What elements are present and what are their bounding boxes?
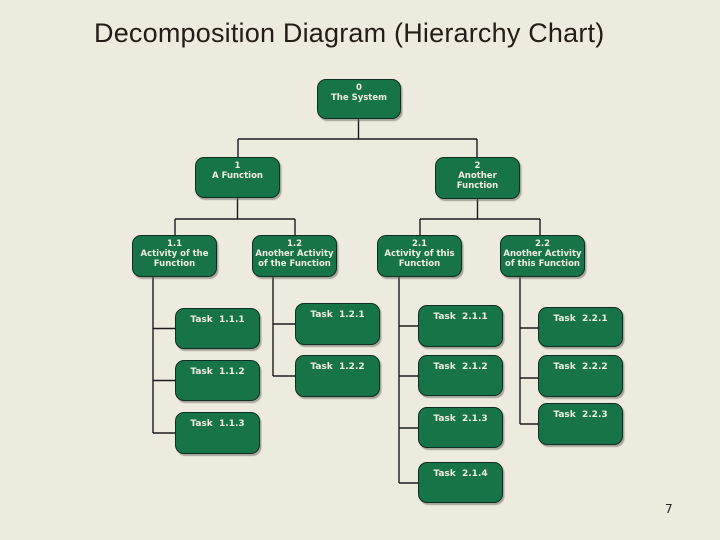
task-label: Task 1.1.3 bbox=[190, 419, 245, 429]
node-1-1: 1.1 Activity of the Function bbox=[132, 235, 217, 277]
node-label: Activity of this bbox=[384, 249, 455, 259]
task-label: Task 2.2.1 bbox=[553, 314, 608, 324]
node-number: 2.1 bbox=[411, 239, 428, 249]
node-number: 1.1 bbox=[166, 239, 183, 249]
task-label: Task 1.2.1 bbox=[310, 310, 365, 320]
node-label: Function bbox=[398, 259, 441, 269]
task-1-2-2: Task 1.2.2 bbox=[295, 355, 380, 397]
node-number: 2 bbox=[474, 161, 481, 171]
node-label: of this Function bbox=[505, 259, 580, 269]
task-1-1-3: Task 1.1.3 bbox=[175, 412, 260, 454]
task-label: Task 1.2.2 bbox=[310, 362, 365, 372]
task-label: Task 2.1.3 bbox=[433, 414, 488, 424]
task-label: Task 2.2.2 bbox=[553, 362, 608, 372]
task-2-2-1: Task 2.2.1 bbox=[538, 307, 623, 347]
slide-title: Decomposition Diagram (Hierarchy Chart) bbox=[94, 18, 605, 48]
task-2-2-2: Task 2.2.2 bbox=[538, 355, 623, 397]
task-2-2-3: Task 2.2.3 bbox=[538, 403, 623, 445]
node-label: Another Activity bbox=[503, 249, 582, 259]
task-2-1-3: Task 2.1.3 bbox=[418, 407, 503, 448]
node-number: 1.2 bbox=[286, 239, 303, 249]
task-label: Task 2.1.1 bbox=[433, 312, 488, 322]
node-0: 0 The System bbox=[317, 79, 401, 119]
task-2-1-4: Task 2.1.4 bbox=[418, 462, 503, 503]
task-label: Task 2.2.3 bbox=[553, 410, 608, 420]
node-1-2: 1.2 Another Activity of the Function bbox=[252, 235, 337, 277]
task-label: Task 2.1.4 bbox=[433, 469, 488, 479]
task-label: Task 1.1.1 bbox=[190, 315, 245, 325]
task-1-2-1: Task 1.2.1 bbox=[295, 303, 380, 345]
node-2-2: 2.2 Another Activity of this Function bbox=[500, 235, 585, 277]
node-label: A Function bbox=[212, 171, 263, 181]
task-label: Task 1.1.2 bbox=[190, 367, 245, 377]
node-1: 1 A Function bbox=[195, 157, 280, 198]
node-label: Function bbox=[153, 259, 196, 269]
task-2-1-2: Task 2.1.2 bbox=[418, 355, 503, 396]
task-1-1-2: Task 1.1.2 bbox=[175, 360, 260, 401]
task-2-1-1: Task 2.1.1 bbox=[418, 305, 503, 347]
node-label: The System bbox=[331, 93, 387, 103]
node-label: Another bbox=[458, 171, 497, 181]
node-number: 2.2 bbox=[534, 239, 551, 249]
node-number: 0 bbox=[356, 83, 362, 93]
node-label: Activity of the bbox=[140, 249, 209, 259]
task-label: Task 2.1.2 bbox=[433, 362, 488, 372]
node-label: Function bbox=[456, 181, 499, 191]
node-2-1: 2.1 Activity of this Function bbox=[377, 235, 462, 277]
task-1-1-1: Task 1.1.1 bbox=[175, 308, 260, 349]
node-label: Another Activity bbox=[255, 249, 334, 259]
node-number: 1 bbox=[234, 161, 241, 171]
node-label: of the Function bbox=[258, 259, 331, 269]
page-number: 7 bbox=[665, 502, 673, 516]
node-2: 2 Another Function bbox=[435, 157, 520, 199]
